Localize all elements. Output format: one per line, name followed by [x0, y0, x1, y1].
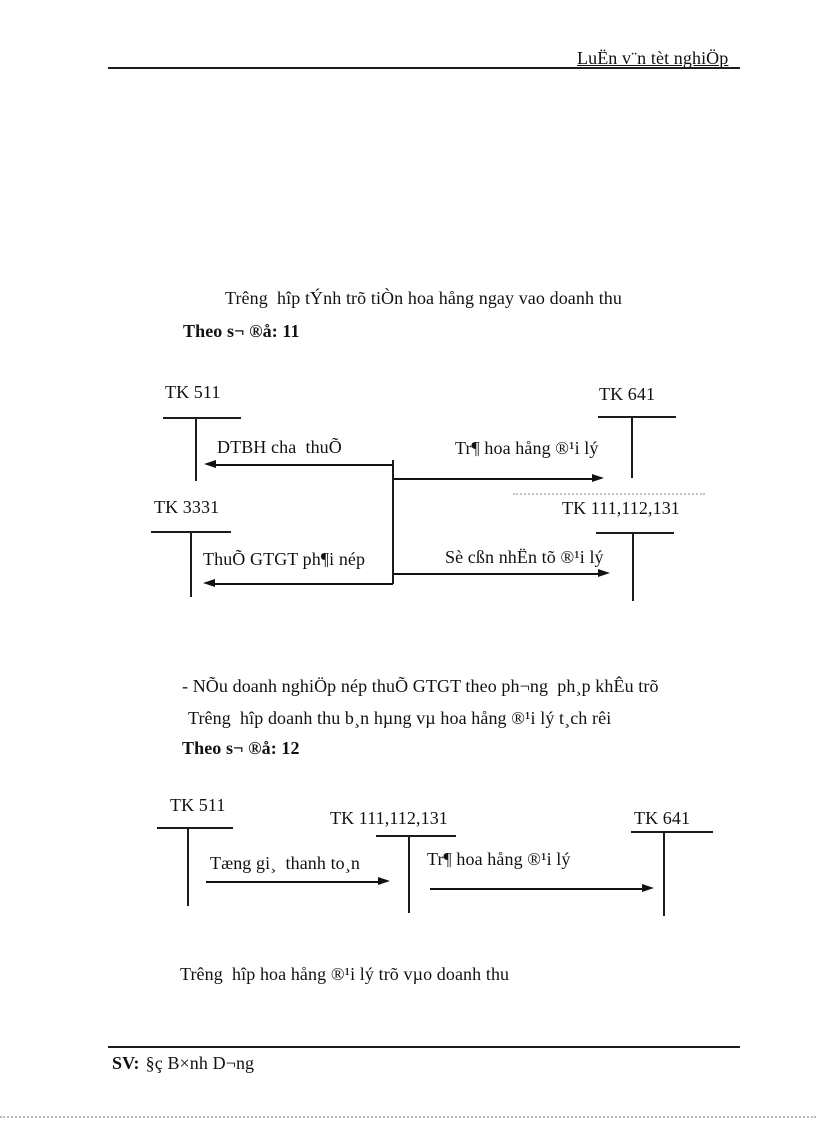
d1-tk511-account-stem [195, 417, 197, 481]
d2-tk511-label: TK 511 [170, 795, 226, 815]
d1-arrow-to-tk3331-shaft [215, 583, 393, 585]
footer-rule [108, 1046, 740, 1048]
d1-tk111-label: TK 111,112,131 [562, 498, 680, 518]
d2-tk111-account-stem [408, 835, 410, 913]
d2-arrow-to-tk641-head-icon [642, 884, 654, 892]
intro-line: Trêng hîp tÝnh trõ tiÒn hoa hång ngay va… [225, 288, 622, 308]
middle-heading-scheme-12: Theo s¬ ®å: 12 [182, 738, 300, 758]
d1-connector-line [392, 460, 394, 584]
d2-tk511-account-topline [157, 827, 233, 829]
d1-tk3331-account-stem [190, 531, 192, 597]
d1-tk641-account-topline [598, 416, 676, 418]
d2-tk641-label: TK 641 [634, 808, 691, 828]
middle-line-2: Trêng hîp doanh thu b¸n hµng vµ hoa hång… [188, 708, 612, 728]
d1-tk511-label: TK 511 [165, 382, 221, 402]
d2-tk511-account-stem [187, 827, 189, 906]
d1-arrow-to-tk511-head-icon [204, 460, 216, 468]
d1-arrow-to-tk111-head-icon [598, 569, 610, 577]
d1-arrow-to-tk641-shaft [394, 478, 592, 480]
d1-arrow-to-tk111-shaft [394, 573, 598, 575]
d1-arrow-to-tk3331-head-icon [203, 579, 215, 587]
d1-label-dtbh: DTBH cha thuÕ [217, 437, 342, 457]
page-bottom-dots [0, 1116, 816, 1118]
footer-sv-label: SV: [112, 1053, 140, 1073]
d1-arrow-to-tk641-head-icon [592, 474, 604, 482]
d1-tk111-account-stem [632, 532, 634, 601]
d1-label-so-con-nhan: Sè cßn nhËn tõ ®¹i lý [445, 547, 604, 567]
footer-sv: SV:§ç B×nh D¬ng [112, 1053, 254, 1074]
header-rule [108, 67, 740, 69]
d2-tk111-account-topline [376, 835, 456, 837]
d1-label-thue-gtgt: ThuÕ GTGT ph¶i nép [203, 549, 366, 569]
d2-arrow-to-tk111-head-icon [378, 877, 390, 885]
d2-label-tong-gia: Tæng gi¸ thanh to¸n [210, 853, 360, 873]
d2-tk641-account-topline [631, 831, 713, 833]
d2-tk111-label: TK 111,112,131 [330, 808, 448, 828]
d2-arrow-to-tk641-shaft [430, 888, 642, 890]
closing-line: Trêng hîp hoa hång ®¹i lý trõ vµo doanh … [180, 964, 510, 984]
d1-tk511-account-topline [163, 417, 241, 419]
d1-label-tra-hoa-hong: Tr¶ hoa hång ®¹i lý [455, 438, 599, 458]
d1-tk111-account-topline [596, 532, 674, 534]
d2-tk641-account-stem [663, 831, 665, 916]
d1-tk641-account-stem [631, 416, 633, 478]
d1-tk641-label: TK 641 [599, 384, 656, 404]
d2-label-tra-hoa-hong: Tr¶ hoa hång ®¹i lý [427, 849, 571, 869]
intro-heading-scheme-11: Theo s¬ ®å: 11 [183, 321, 300, 341]
d1-tk3331-label: TK 3331 [154, 497, 220, 517]
middle-line-1: - NÕu doanh nghiÖp nép thuÕ GTGT theo ph… [182, 676, 659, 696]
scan-artifact-dots [513, 493, 705, 495]
d2-arrow-to-tk111-shaft [206, 881, 378, 883]
d1-arrow-to-tk511-shaft [216, 464, 393, 466]
footer-sv-name: §ç B×nh D¬ng [145, 1053, 255, 1073]
header-title: LuËn v¨n tèt nghiÖp [577, 48, 729, 68]
